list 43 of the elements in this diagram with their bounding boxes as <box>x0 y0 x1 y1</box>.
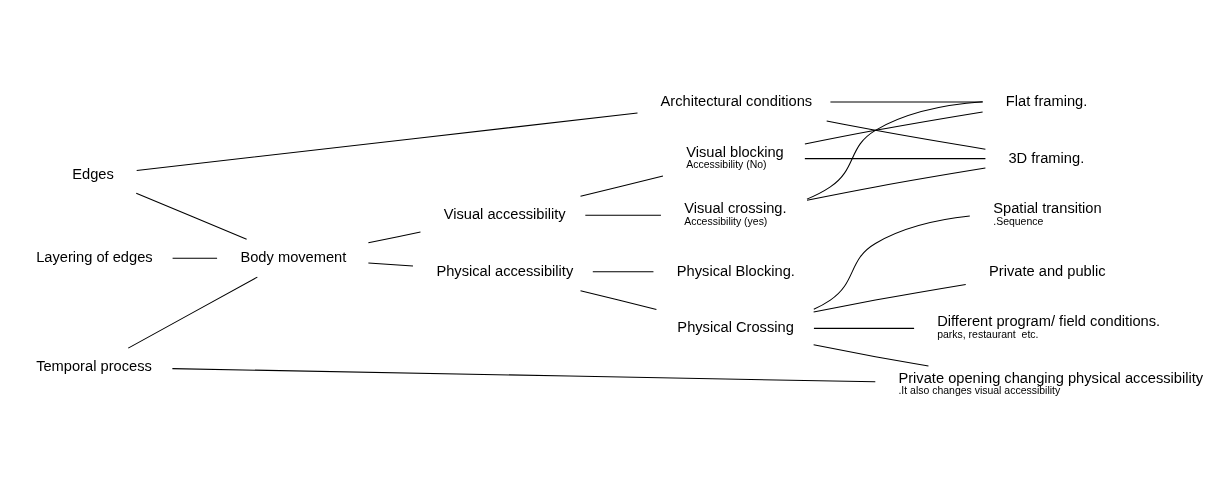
connector <box>813 327 915 329</box>
connector <box>813 215 971 310</box>
node-text: Private and public <box>989 262 1106 279</box>
node-text: Physical Crossing <box>677 319 794 336</box>
node-text: Visual accessibility <box>443 206 566 223</box>
node-text: Architectural conditions <box>660 92 813 109</box>
node-label: .It also changes visual accessibility <box>898 385 1061 397</box>
connector <box>135 192 248 240</box>
node-text: Different program/ field conditions. <box>937 313 1161 330</box>
node-text: Visual blocking <box>686 143 784 160</box>
connector <box>367 262 414 267</box>
node-text: Physical accessibility <box>436 262 574 279</box>
connector <box>580 175 664 197</box>
node-text: Edges <box>72 166 114 183</box>
connector <box>806 101 984 200</box>
connector <box>172 257 218 259</box>
connector <box>171 368 876 383</box>
node-text: Private opening changing physical accessibility <box>898 370 1204 387</box>
connector <box>804 158 986 160</box>
node-label: parks, restaurant etc. <box>937 328 1039 340</box>
connector <box>592 271 654 273</box>
node-text: Temporal process <box>36 358 152 375</box>
connector <box>806 167 986 201</box>
node-label: Accessibility (No) <box>686 159 767 171</box>
connector <box>829 101 984 103</box>
node-text: Flat framing. <box>1005 92 1088 109</box>
connector <box>813 344 929 367</box>
connector <box>580 290 657 310</box>
node-text: Visual crossing. <box>684 200 787 217</box>
connector <box>804 111 984 145</box>
connector <box>584 214 662 216</box>
connector <box>127 276 258 349</box>
node-text: Layering of edges <box>36 249 153 266</box>
connector <box>367 231 421 244</box>
connector <box>826 120 986 150</box>
node-label: .Sequence <box>993 215 1044 227</box>
node-label: Accessibility (yes) <box>684 215 768 227</box>
node-text: Spatial transition <box>993 200 1102 217</box>
connector <box>136 112 639 171</box>
node-text: Physical Blocking. <box>676 262 795 279</box>
node-text: Body movement <box>240 249 347 266</box>
connector <box>813 283 967 313</box>
node-text: 3D framing. <box>1008 149 1085 166</box>
